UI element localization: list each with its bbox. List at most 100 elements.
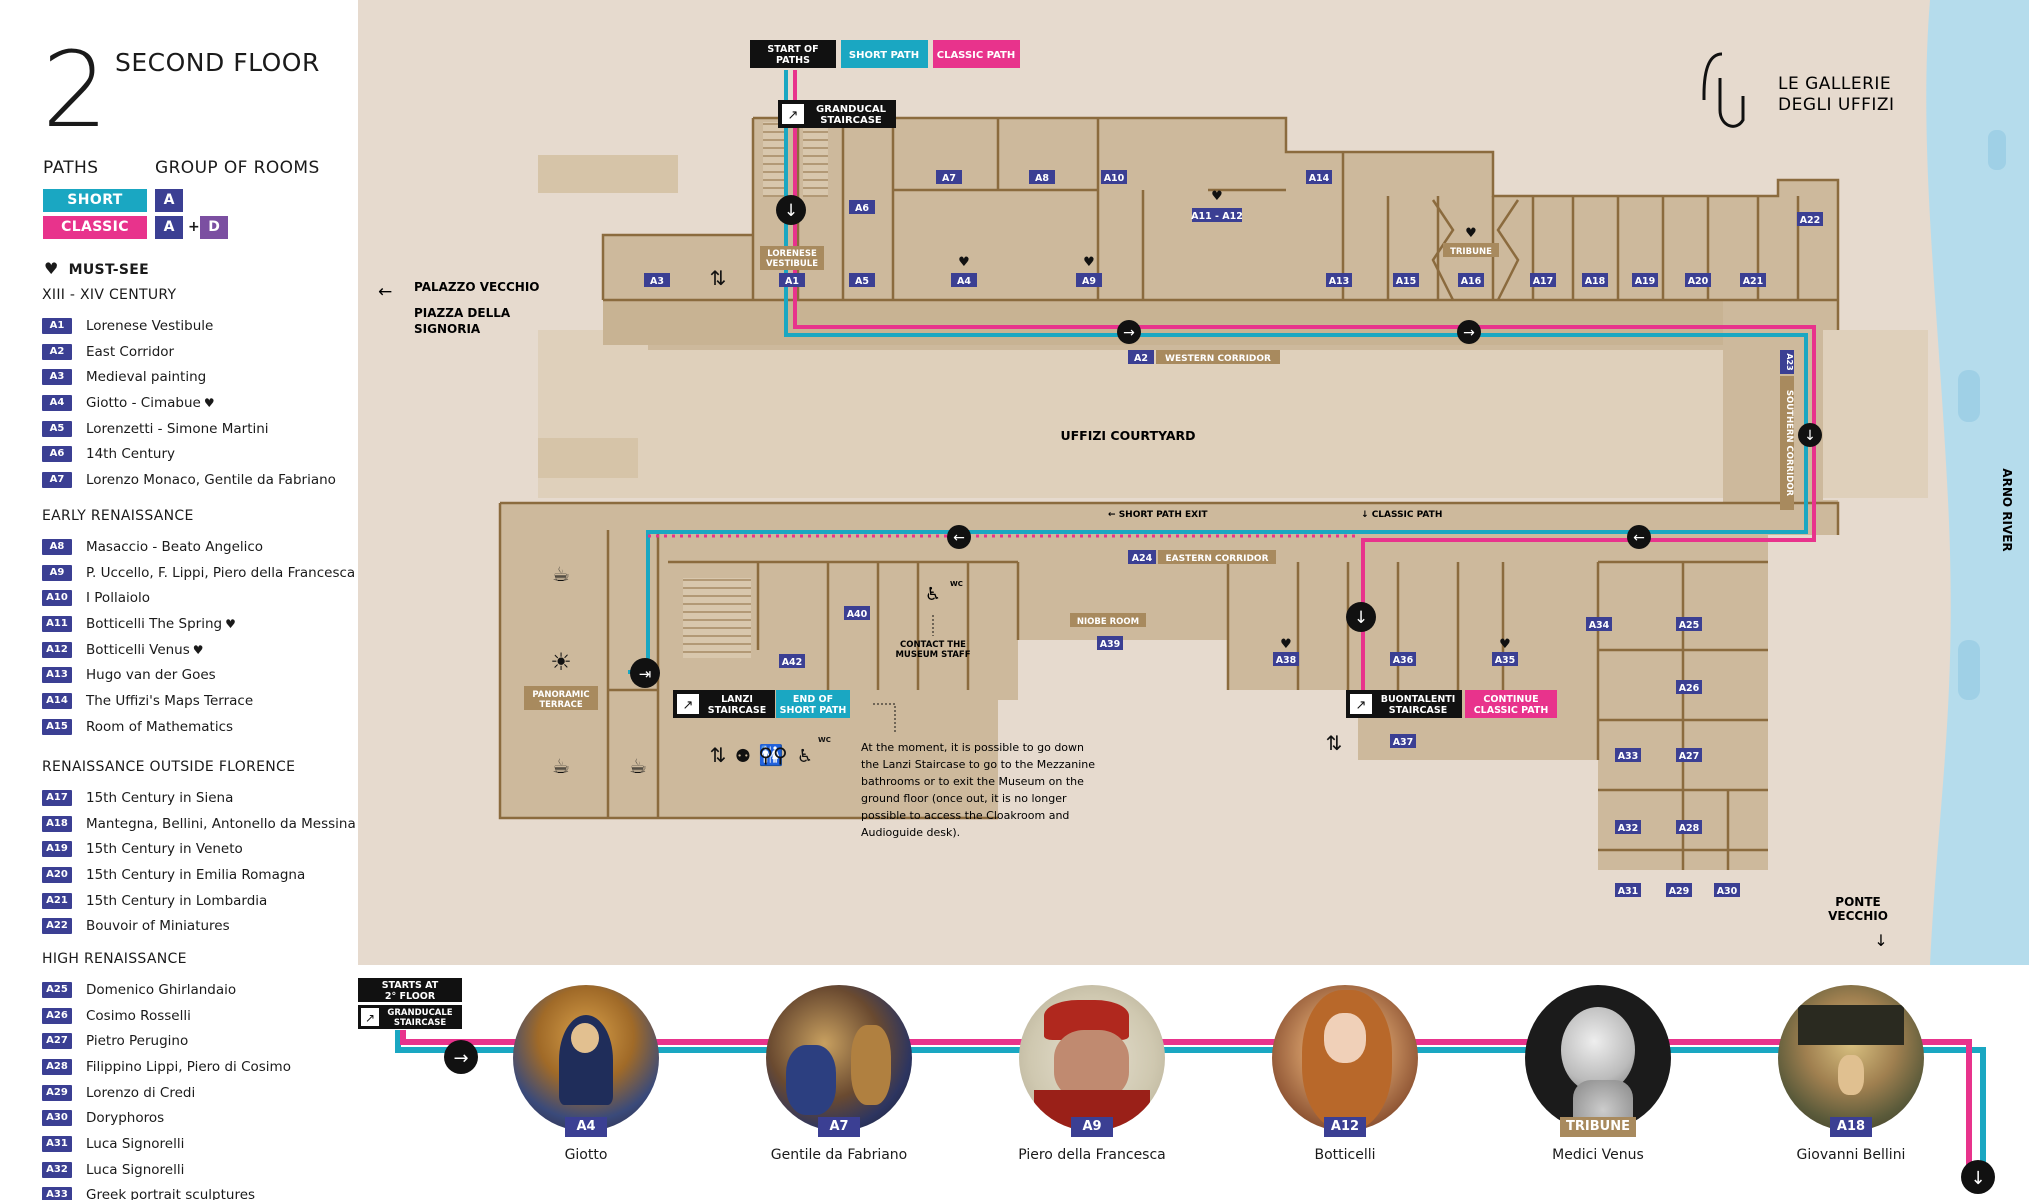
svg-text:←: ←: [953, 530, 965, 546]
room-badge-label: A14: [1309, 173, 1330, 184]
room-name: Lorenese Vestibule: [86, 317, 214, 334]
room-code-badge: A13: [42, 667, 72, 684]
svg-text:→: →: [453, 1048, 468, 1069]
room-badge: [1076, 273, 1102, 287]
short-path-exit-label: ← SHORT PATH EXIT: [1108, 510, 1208, 520]
room-badge: [779, 654, 805, 668]
group-a-box: A: [155, 216, 183, 239]
room-badge-label: A26: [1679, 683, 1700, 694]
baby-change-icon: ⚉: [735, 746, 751, 767]
room-badge-label: A15: [1396, 276, 1417, 287]
room-name: The Uffizi's Maps Terrace: [86, 692, 254, 709]
wc-label: WC: [950, 580, 963, 588]
room-code-badge: A21: [42, 892, 72, 909]
room-badge: [1615, 748, 1641, 762]
artwork-medici-venus: [1525, 985, 1671, 1131]
room-code-badge: A32: [42, 1161, 72, 1178]
room-code-badge: A1: [42, 317, 72, 334]
svg-text:At the moment, it is possible: At the moment, it is possible to go down: [861, 741, 1084, 754]
room-badge-label: A21: [1743, 276, 1764, 287]
room-a2-badge: A2: [1134, 353, 1148, 364]
room-code-badge: A6: [42, 446, 72, 463]
highlight-room-badge: A9: [1071, 1117, 1113, 1137]
short-path-label: SHORT PATH: [841, 40, 928, 68]
svg-text:VESTIBULE: VESTIBULE: [766, 259, 818, 269]
svg-text:↗: ↗: [683, 698, 694, 713]
river-reflection: [1988, 130, 2006, 170]
heart-icon: ♥: [1499, 637, 1511, 652]
room-badge: [1390, 652, 1416, 666]
room-code-badge: A3: [42, 369, 72, 386]
highlight-artist-name: Piero della Francesca: [1018, 1147, 1166, 1163]
plus-sign: +: [188, 219, 200, 235]
room-badge: [1676, 617, 1702, 631]
end-of-short-path-label: END OF SHORT PATH: [776, 690, 850, 718]
room-name: Cosimo Rosselli: [86, 1007, 191, 1024]
map-walls: [498, 116, 1840, 870]
section-title: RENAISSANCE OUTSIDE FLORENCE: [42, 759, 296, 775]
svg-text:⇥: ⇥: [639, 665, 652, 683]
highlight-room-badge: TRIBUNE: [1560, 1117, 1636, 1137]
path-arrow-icons: ↓ → → ↓ ← ← ↓ ⇥: [630, 195, 1822, 688]
heart-icon: ♥: [1211, 189, 1223, 204]
wheelchair-icon: ♿: [925, 584, 941, 605]
svg-text:STAIRCASE: STAIRCASE: [1389, 705, 1447, 716]
heart-icon: ♥: [225, 616, 236, 631]
room-a23-badge: A23: [1785, 353, 1794, 370]
svg-text:STAIRCASE: STAIRCASE: [820, 115, 882, 126]
starts-at-label: 2° FLOOR: [385, 991, 436, 1002]
room-badge: [1676, 820, 1702, 834]
svg-text:possible to access the Cloakro: possible to access the Cloakroom and: [861, 809, 1069, 822]
ponte-vecchio-label: PONTE: [1835, 895, 1880, 909]
room-badge: [1097, 636, 1123, 650]
svg-text:→: →: [1123, 325, 1135, 341]
svg-text:CONTINUE: CONTINUE: [1483, 694, 1538, 705]
room-badge-label: A33: [1618, 751, 1639, 762]
service-icons: ☕ ☀ ☕ ☕ ⇅ ⚉ 🚻 ⚲⚲ ♿ WC ⇅ ⇅: [550, 266, 1342, 778]
room-badge: [1676, 680, 1702, 694]
room-badge: [1273, 652, 1299, 666]
piazza-label: PIAZZA DELLA: [414, 306, 511, 320]
room-badge-label: A40: [847, 609, 868, 620]
svg-text:↗: ↗: [788, 108, 799, 123]
room-badge-label: A7: [942, 173, 956, 184]
elevator-icon: ⇅: [1326, 731, 1343, 755]
room-badge-label: A6: [855, 203, 869, 214]
room-badge-label: A39: [1100, 639, 1121, 650]
room-code-badge: A4: [42, 394, 72, 411]
highlight-artist-name: Medici Venus: [1552, 1147, 1644, 1163]
room-name: Doryphoros: [86, 1110, 165, 1127]
uffizi-courtyard-label: UFFIZI COURTYARD: [1060, 428, 1195, 443]
svg-text:LE GALLERIE: LE GALLERIE: [1778, 74, 1891, 94]
svg-text:START OF: START OF: [767, 44, 818, 55]
cafe-icon: ☕: [552, 754, 570, 778]
room-code-badge: A27: [42, 1033, 72, 1050]
room-code-badge: A10: [42, 590, 72, 607]
room-name: Mantegna, Bellini, Antonello da Messina: [86, 815, 356, 832]
room-name: 15th Century in Veneto: [86, 841, 243, 858]
room-badge: [1666, 883, 1692, 897]
arrow-left-icon: ←: [378, 282, 392, 302]
svg-text:STAIRCASE: STAIRCASE: [708, 705, 766, 716]
room-badge-label: A9: [1082, 276, 1096, 287]
room-badge: [1101, 170, 1127, 184]
room-badge-label: A4: [957, 276, 971, 287]
room-badge-label: A8: [1035, 173, 1049, 184]
arno-river: [1926, 0, 2029, 965]
room-badge: [1740, 273, 1766, 287]
room-code-badge: A8: [42, 538, 72, 555]
room-name: Greek portrait sculptures: [86, 1187, 256, 1200]
